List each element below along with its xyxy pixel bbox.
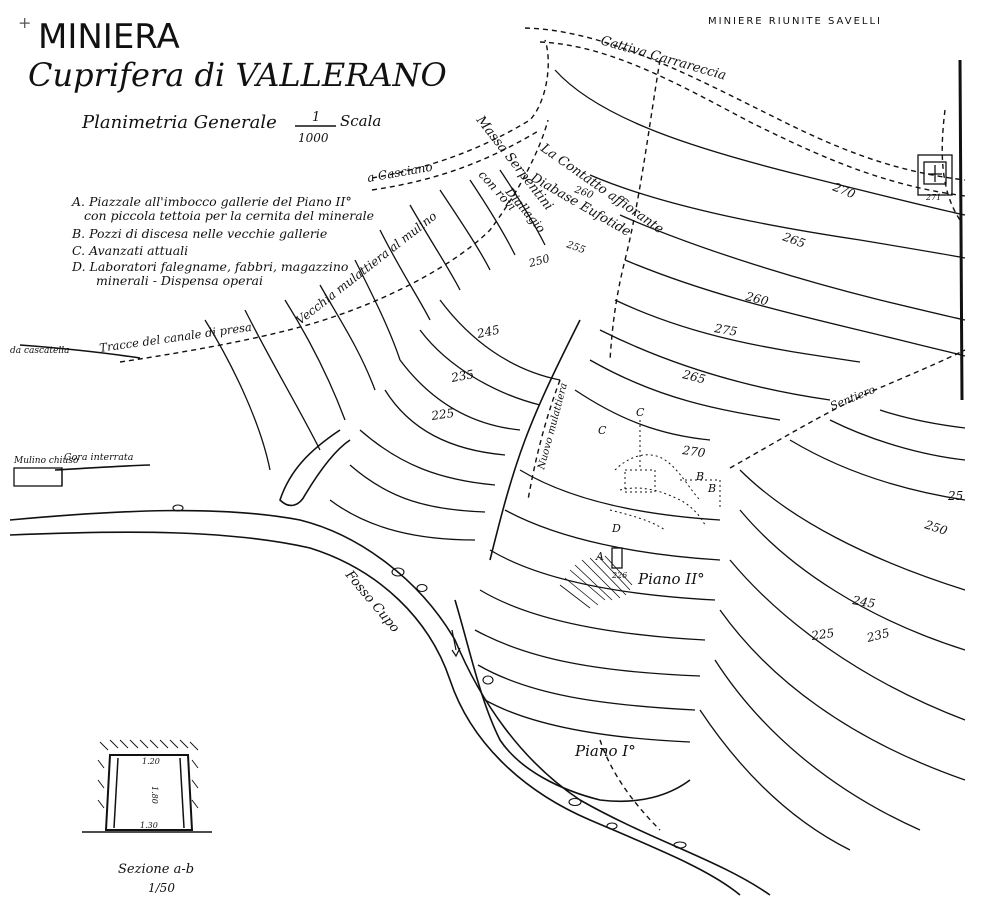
contour-label: 250 xyxy=(526,252,551,270)
label-piano-ii-elev: 226 xyxy=(611,571,627,580)
label-cattiva-carrareccia: Cattiva Carrareccia xyxy=(599,33,728,83)
section-height: 1.80 xyxy=(150,786,159,804)
loop-gully xyxy=(454,599,691,803)
legend-item-c: C. Avanzati attuali xyxy=(72,243,188,258)
legend-item-a-cont: con piccola tettoia per la cernita del m… xyxy=(84,208,374,223)
legend-item-a: A. Piazzale all'imbocco gallerie del Pia… xyxy=(71,194,352,209)
lower-dash-path xyxy=(599,739,661,831)
contour-label: 235 xyxy=(449,367,475,385)
map-labels: Cattiva Carrareccia a Casciano Vecchia m… xyxy=(10,33,941,760)
marker-b2: B xyxy=(707,482,716,495)
label-nuovo-mulattiera: Nuovo mulattiera xyxy=(536,382,570,472)
sentiero-path xyxy=(729,349,966,469)
label-building-elev: 271 xyxy=(925,193,941,202)
stream-rocks xyxy=(172,504,687,849)
company-name: MINIERE RIUNITE SAVELLI xyxy=(708,16,882,27)
mine-galleries xyxy=(609,420,721,531)
contour-label: 260 xyxy=(743,289,770,308)
piano-ii-building xyxy=(611,547,623,569)
nuovo-mulattiera-path xyxy=(527,379,561,501)
contour-label: 225 xyxy=(809,626,835,643)
scale-word: Scala xyxy=(340,112,381,130)
marker-d: D xyxy=(611,522,621,535)
label-tracce-canale: Tracce del canale di presa xyxy=(98,320,252,355)
marker-a: A xyxy=(595,550,604,563)
a-casciano-road xyxy=(371,39,549,179)
section-outline xyxy=(104,754,194,831)
contour-label: 270 xyxy=(681,443,707,460)
section-caption: Sezione a-b xyxy=(118,862,194,877)
gora-channel xyxy=(54,464,151,471)
a-casciano-road-edge xyxy=(371,129,541,191)
cattiva-carrareccia-road xyxy=(524,27,966,181)
piano-ii-spoil-heap xyxy=(559,555,633,609)
roads xyxy=(119,27,966,831)
cattiva-carrareccia-road-edge xyxy=(539,41,966,197)
legend-item-d: D. Laboratori falegname, fabbri, magazzi… xyxy=(71,259,348,274)
mulino-building xyxy=(13,467,63,487)
label-piano-ii: Piano II° xyxy=(637,570,705,588)
contour-label: 265 xyxy=(780,229,807,250)
right-edge-cliff xyxy=(958,59,964,401)
section-rock-hatch xyxy=(97,739,199,809)
contour-label: 265 xyxy=(680,367,707,386)
contour-lines xyxy=(204,69,966,851)
vecchia-mulattiera-path xyxy=(119,119,549,363)
direction-arrow-icon xyxy=(451,629,461,658)
contour-labels: 225 235 245 250 255 260 265 270 275 225 … xyxy=(429,179,963,645)
map-title-line2: Cuprifera di VALLERANO xyxy=(28,56,447,94)
label-piano-i: Piano I° xyxy=(574,742,636,760)
legend-item-d-cont: minerali - Dispensa operai xyxy=(96,273,263,288)
map-subtitle: Planimetria Generale xyxy=(81,112,277,133)
label-sentiero: Sentiero xyxy=(828,383,877,413)
right-edge-road xyxy=(941,109,961,221)
gallery-cross-section: 1.20 1.80 1.30 Sezione a-b 1/50 xyxy=(82,739,212,895)
fosso-cupo-stream-bank xyxy=(9,531,741,896)
section-top-width: 1.20 xyxy=(142,757,160,766)
contour-label: 225 xyxy=(429,406,455,423)
legend: A. Piazzale all'imbocco gallerie del Pia… xyxy=(71,194,374,288)
label-mulino-chiuso: Mulino chiuso xyxy=(13,456,79,466)
marker-c1: C xyxy=(636,406,645,419)
fosso-cupo-stream xyxy=(9,509,771,896)
section-right-post xyxy=(179,757,185,829)
side-gully-stream xyxy=(279,429,351,507)
map-title-line1: MINIERA xyxy=(38,17,180,57)
label-gora-interrata: Gora interrata xyxy=(64,452,134,463)
scale-denominator: 1000 xyxy=(298,131,329,145)
upper-valley-stream xyxy=(489,319,581,561)
contour-label: 250 xyxy=(922,517,949,538)
section-bottom-width: 1.30 xyxy=(140,821,158,830)
legend-item-b: B. Pozzi di discesa nelle vecchie galler… xyxy=(71,226,327,241)
contour-label: 275 xyxy=(712,321,738,339)
marker-b1: B xyxy=(695,470,704,483)
watercourses xyxy=(9,319,771,896)
marker-c2: C xyxy=(598,424,607,437)
section-left-post xyxy=(113,757,119,829)
contour-label: 245 xyxy=(850,593,876,611)
label-a-casciano: a Casciano xyxy=(366,160,434,185)
canale-di-presa xyxy=(19,344,141,359)
ridge-dash-path xyxy=(609,59,661,361)
scale-numerator: 1 xyxy=(312,110,320,125)
contour-label: 25 xyxy=(947,489,963,503)
farm-building xyxy=(917,154,953,196)
section-scale: 1/50 xyxy=(148,881,175,895)
contour-label: 270 xyxy=(830,179,858,201)
contour-label: 255 xyxy=(564,239,587,256)
label-da-cascatella: da cascatella xyxy=(10,346,69,356)
registration-mark: + xyxy=(18,13,31,32)
contour-label: 245 xyxy=(475,322,501,341)
contour-label: 235 xyxy=(864,626,891,645)
